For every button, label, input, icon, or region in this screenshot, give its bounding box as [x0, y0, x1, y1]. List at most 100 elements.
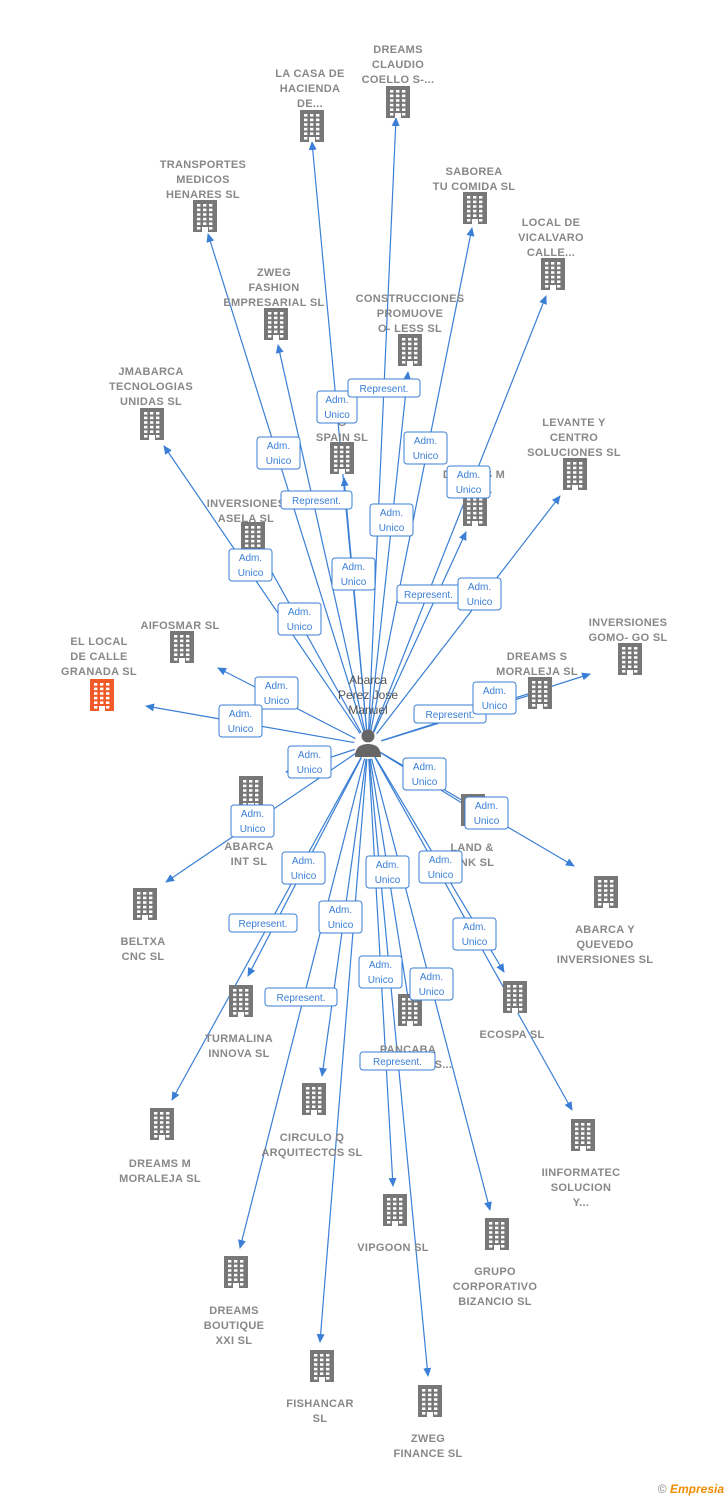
- company-label-line: GRUPO: [474, 1266, 516, 1278]
- role-badge-r3[interactable]: Adm.Unico: [256, 436, 301, 470]
- role-text-line: Unico: [412, 777, 438, 788]
- role-badge-r28[interactable]: Adm.Unico: [409, 967, 454, 1001]
- building-icon: [133, 888, 157, 920]
- role-badge-r26[interactable]: Adm.Unico: [318, 900, 363, 934]
- role-text: Adm.Unico: [412, 762, 438, 788]
- company-node-vipgoon[interactable]: VIPGOON SL: [357, 1194, 428, 1254]
- company-label-line: CENTRO: [550, 432, 598, 444]
- edge-zweg-fashion-empresarial: [275, 344, 366, 732]
- company-label-line: BOUTIQUE: [204, 1320, 264, 1332]
- role-text: Adm.Unico: [474, 801, 500, 827]
- copyright-symbol: ©: [657, 1482, 667, 1496]
- role-badge-r6[interactable]: Adm.Unico: [446, 465, 491, 499]
- building-icon: [463, 192, 487, 224]
- company-label-line: VICALVARO: [518, 232, 584, 244]
- role-text-line: Adm.: [414, 436, 437, 447]
- role-text: Represent.: [277, 993, 326, 1004]
- role-badge-r19[interactable]: Adm.Unico: [230, 804, 275, 838]
- company-node-ecospa[interactable]: ECOSPA SL: [479, 981, 544, 1041]
- role-badge-r2[interactable]: Represent.: [347, 378, 421, 398]
- building-icon: [541, 258, 565, 290]
- building-icon: [310, 1350, 334, 1382]
- company-label-line: QUEVEDO: [576, 939, 633, 951]
- role-badge-r22[interactable]: Represent.: [228, 913, 298, 933]
- company-label-line: DE...: [297, 98, 323, 110]
- building-icon: [170, 631, 194, 663]
- role-text: Adm.Unico: [264, 681, 290, 707]
- role-badge-r20[interactable]: Adm.Unico: [464, 796, 509, 830]
- building-icon: [503, 981, 527, 1013]
- building-icon: [140, 408, 164, 440]
- role-badge-r5[interactable]: Represent.: [280, 490, 353, 510]
- role-badge-r15[interactable]: Represent.: [413, 704, 487, 724]
- role-badge-r30[interactable]: Represent.: [359, 1051, 436, 1071]
- role-badge-r14[interactable]: Adm.Unico: [218, 704, 263, 738]
- role-badge-r10[interactable]: Represent.: [396, 584, 461, 604]
- role-text-line: Adm.: [475, 801, 498, 812]
- role-badge-r16[interactable]: Adm.Unico: [472, 681, 517, 715]
- role-badge-r12[interactable]: Adm.Unico: [277, 602, 322, 636]
- role-badge-r9[interactable]: Adm.Unico: [331, 557, 376, 591]
- role-badge-r24[interactable]: Adm.Unico: [418, 850, 463, 884]
- role-badge-r8[interactable]: Adm.Unico: [228, 548, 273, 582]
- role-badge-r25[interactable]: Represent.: [264, 987, 338, 1007]
- role-text: Represent.: [373, 1057, 422, 1068]
- company-label-line: BIZANCIO SL: [458, 1296, 532, 1308]
- building-icon: [398, 334, 422, 366]
- role-text: Adm.Unico: [240, 809, 266, 835]
- company-label: VIPGOON SL: [357, 1242, 428, 1254]
- brand-logo[interactable]: Empresia: [669, 1482, 724, 1496]
- role-text-line: Adm.: [429, 855, 452, 866]
- role-badge-r11[interactable]: Adm.Unico: [457, 577, 502, 611]
- role-text-line: Unico: [341, 577, 367, 588]
- role-text-line: Unico: [266, 456, 292, 467]
- role-text-line: Adm.: [380, 508, 403, 519]
- company-label-line: EMPRESARIAL SL: [223, 297, 324, 309]
- company-label-line: DREAMS: [209, 1305, 258, 1317]
- role-text: Adm.Unico: [419, 972, 445, 998]
- role-badge-r7[interactable]: Adm.Unico: [369, 503, 414, 537]
- role-badge-r29[interactable]: Adm.Unico: [452, 917, 497, 951]
- role-badge-r23[interactable]: Adm.Unico: [365, 855, 410, 889]
- role-badge-r4[interactable]: Adm.Unico: [403, 431, 448, 465]
- role-badge-r21[interactable]: Adm.Unico: [281, 851, 326, 885]
- person-icon: [355, 729, 381, 757]
- role-badge-r1[interactable]: Adm.Unico: [316, 390, 358, 424]
- company-label-line: TRANSPORTES: [160, 159, 246, 171]
- role-text-line: Unico: [482, 701, 508, 712]
- role-text: Adm.Unico: [368, 960, 394, 986]
- role-badge-r17[interactable]: Adm.Unico: [287, 745, 332, 779]
- role-badge-r27[interactable]: Adm.Unico: [358, 955, 403, 989]
- company-node-aifosmar[interactable]: AIFOSMAR SL: [140, 620, 219, 663]
- role-text-line: Adm.: [329, 905, 352, 916]
- role-badge-r13[interactable]: Adm.Unico: [254, 676, 299, 710]
- role-badge-r18[interactable]: Adm.Unico: [402, 757, 447, 791]
